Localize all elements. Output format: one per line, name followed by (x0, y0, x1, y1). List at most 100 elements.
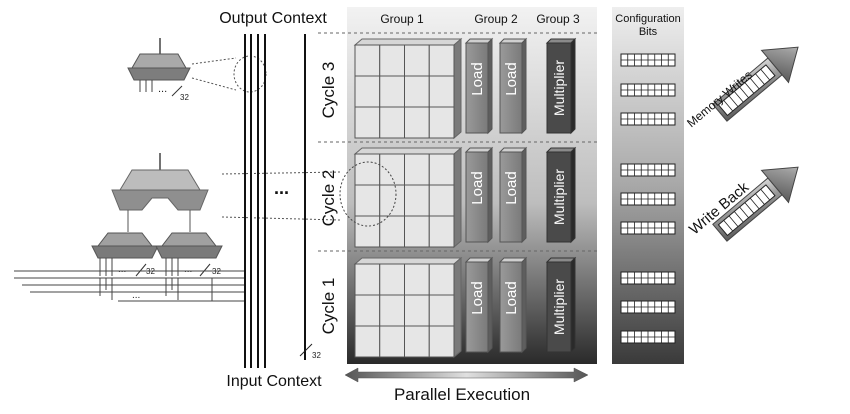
grid-cell (404, 44, 430, 77)
config-register (620, 163, 676, 177)
grid-top-face (353, 38, 463, 46)
config-register (620, 192, 676, 206)
multiplier-label: Multiplier (551, 279, 567, 335)
load-unit: Load (464, 146, 494, 244)
group-1-header: Group 1 (380, 12, 424, 26)
grid-cell (379, 75, 405, 108)
cycle-2-label: Cycle 2 (319, 170, 338, 227)
grid-cell (354, 106, 381, 139)
grid-cell (354, 184, 381, 217)
grid-cell (379, 44, 405, 77)
config-register (620, 271, 676, 285)
grid-cell (354, 263, 381, 296)
pe-lower-left: ... 32 (91, 232, 159, 277)
cycle-3-block: Load Load Multiplier (353, 37, 577, 140)
grid-side-face (453, 256, 462, 359)
grid-cell (379, 294, 405, 327)
input-context-label: Input Context (226, 373, 322, 390)
register-strip (717, 64, 776, 117)
grid-cell (428, 215, 455, 248)
parallel-execution-label: Parallel Execution (394, 385, 530, 404)
grid-cell (379, 263, 405, 296)
grid-top-face (353, 147, 463, 155)
config-register (620, 221, 676, 235)
multiplier-label: Multiplier (551, 60, 567, 116)
load-unit: Load (464, 37, 494, 135)
highlight-circle (339, 161, 397, 227)
output-context-label: Output Context (219, 10, 327, 27)
cycle-separators (318, 32, 598, 252)
grid-side-face (453, 146, 462, 249)
load-unit: Load (498, 37, 528, 135)
grid-cell (428, 106, 455, 139)
group-2-header: Group 2 (474, 12, 518, 26)
grid-cell (404, 263, 430, 296)
pe-top-bus-width: 32 (180, 93, 189, 102)
config-register (620, 330, 676, 344)
grid-cell (354, 325, 381, 358)
grid-cell (428, 294, 455, 327)
cycle-1-label: Cycle 1 (319, 278, 338, 335)
config-register (620, 112, 676, 126)
grid-cell (354, 44, 381, 77)
cycle-1-block: Load Load Multiplier (353, 256, 577, 359)
config-register (620, 53, 676, 67)
grid-cell (379, 215, 405, 248)
load-unit: Load (464, 256, 494, 354)
multiplier-unit: Multiplier (545, 146, 577, 244)
config-register (620, 83, 676, 97)
grid-cell (354, 75, 381, 108)
grid-cell (428, 263, 455, 296)
load-label: Load (469, 171, 486, 204)
pe-lower-left-ellipsis: ... (118, 264, 126, 275)
parallel-execution-arrow (344, 367, 589, 383)
grid-cell (428, 44, 455, 77)
grid-cell (404, 294, 430, 327)
bus-ellipsis: ... (274, 178, 289, 198)
pe-top: ... 32 (127, 38, 191, 102)
multiplier-unit: Multiplier (545, 256, 577, 354)
grid-cell (379, 325, 405, 358)
multiplier-unit: Multiplier (545, 37, 577, 135)
grid-cell (404, 184, 430, 217)
register-strip (717, 184, 776, 237)
configuration-registers (620, 53, 676, 344)
bus-slash (299, 343, 313, 357)
group-3-header: Group 3 (536, 12, 580, 26)
grid-cell (428, 184, 455, 217)
input-wires: ... (14, 270, 244, 302)
grid-cell (379, 153, 405, 186)
processing-element-tree: ... 32 ... 32 (14, 38, 341, 302)
grid-cell (354, 153, 381, 186)
pe-middle (111, 153, 209, 232)
grid-cell (404, 75, 430, 108)
load-label: Load (469, 281, 486, 314)
grid-cell (404, 325, 430, 358)
grid-cell (379, 106, 405, 139)
grid-side-face (453, 37, 462, 140)
cycle-3-label: Cycle 3 (319, 62, 338, 119)
pe-top-ellipsis: ... (158, 83, 167, 95)
load-label: Load (503, 171, 520, 204)
grid-cell (354, 215, 381, 248)
multiplier-label: Multiplier (551, 169, 567, 225)
context-bus (244, 34, 306, 368)
write-back-arrow (712, 166, 799, 242)
grid-cell (404, 106, 430, 139)
grid-cell (428, 75, 455, 108)
pe-lower-right: ... 32 (155, 232, 223, 277)
configuration-label-line-1: Configuration (615, 13, 680, 25)
load-label: Load (503, 281, 520, 314)
load-label: Load (503, 62, 520, 95)
grid-top-face (353, 257, 463, 265)
load-unit: Load (498, 146, 528, 244)
grid-cell (404, 215, 430, 248)
input-wires-ellipsis: ... (132, 290, 140, 301)
load-label: Load (469, 62, 486, 95)
load-unit: Load (498, 256, 528, 354)
grid-cell (354, 294, 381, 327)
grid-cell (428, 325, 455, 358)
